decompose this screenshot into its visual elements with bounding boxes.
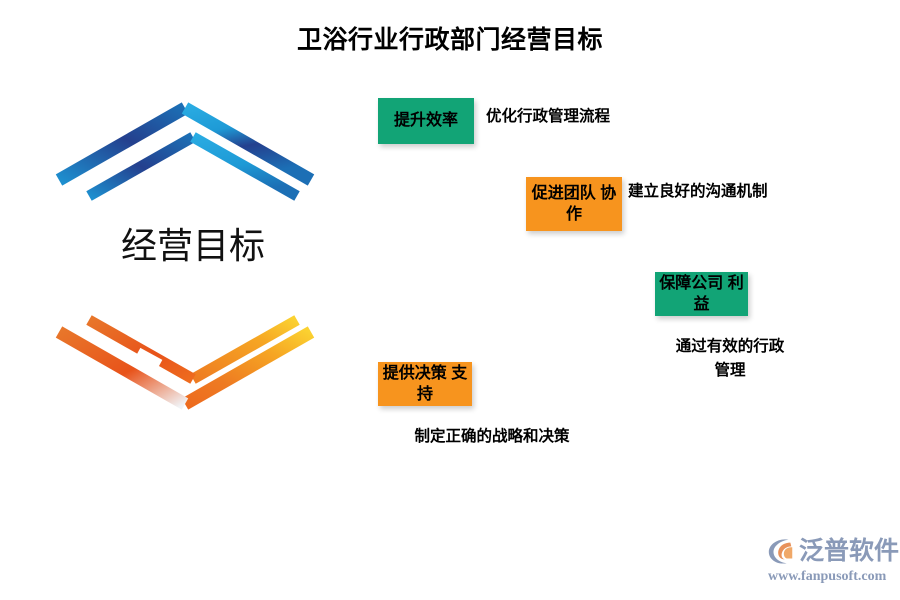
- brand-name: 泛普软件: [799, 536, 900, 565]
- goal-description-1: 优化行政管理流程: [486, 108, 611, 125]
- page-title: 卫浴行业行政部门经营目标: [296, 26, 603, 54]
- goal-chip-1[interactable]: 提升效率: [378, 98, 474, 144]
- goal-chip-3[interactable]: 保障公司 利益: [655, 272, 748, 316]
- goal-chip-2[interactable]: 促进团队 协作: [526, 177, 622, 231]
- brand-url: www.fanpusoft.com: [768, 569, 887, 584]
- brand-logo-row: 泛普软件: [766, 536, 899, 566]
- goal-description-2: 建立良好的沟通机制: [628, 183, 768, 200]
- goal-description-3: 通过有效的行政 管理: [675, 338, 785, 380]
- goal-chip-4[interactable]: 提供决策 支持: [378, 362, 472, 406]
- fanpu-logo-icon: [768, 539, 793, 564]
- goal-description-4: 制定正确的战略和决策: [414, 428, 570, 445]
- hexagon-center-label: 经营目标: [120, 225, 265, 266]
- brand-logo: 泛普软件 www.fanpusoft.com: [766, 536, 899, 590]
- hexagon-graphic: [52, 102, 318, 410]
- hexagon-emblem: 经营目标: [33, 92, 353, 422]
